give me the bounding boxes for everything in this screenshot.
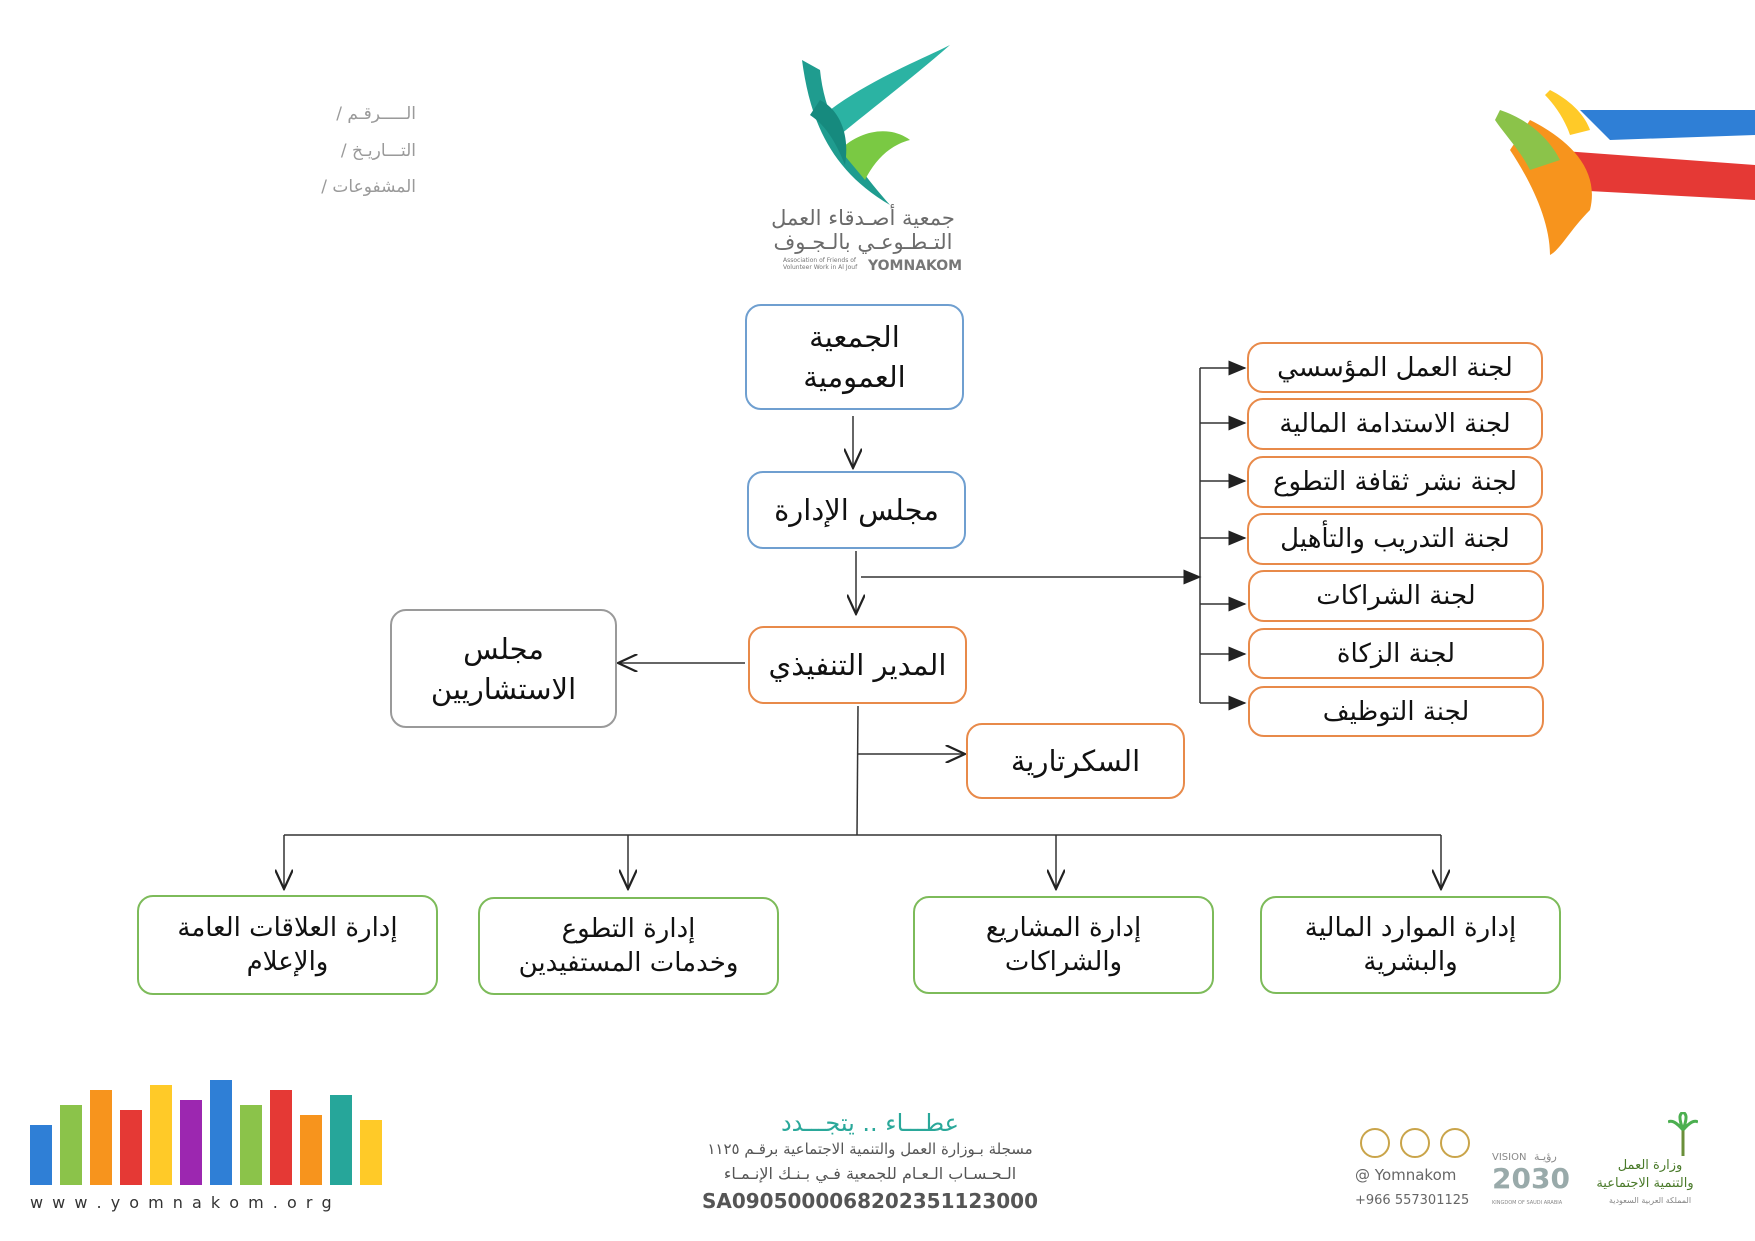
general-assembly-box: الجمعية العمومية [745,304,964,410]
secretariat-box: السكرتارية [966,723,1185,799]
slogan: عطـــاء .. يتجـــدد [780,1109,959,1137]
committee-box: لجنة العمل المؤسسي [1247,342,1543,393]
phone-number: +966 557301125 [1355,1193,1470,1208]
twitter-icon[interactable] [1360,1128,1390,1158]
ministry-line3: المملكة العربية السعودية [1608,1196,1692,1205]
logo-arabic-line2: التـطـوعـي بالـجـوف [773,230,953,254]
department-box: إدارة العلاقات العامة والإعلام [137,895,438,995]
attachments-label: المشفوعات / [321,177,416,197]
logo-english: YOMNAKOM [868,258,963,274]
executive-director-box: المدير التنفيذي [748,626,967,704]
snapchat-icon[interactable] [1400,1128,1430,1158]
website-text[interactable]: w w w . y o m n a k o m . o r g [30,1193,334,1212]
department-box: إدارة الموارد المالية والبشرية [1260,896,1561,994]
department-box: إدارة المشاريع والشراكات [913,896,1214,994]
account-text: الـحـسـاب الـعـام للجمعية فـي بـنـك الإن… [723,1164,1017,1183]
committee-box: لجنة نشر ثقافة التطوع [1247,456,1543,508]
department-box: إدارة التطوع وخدمات المستفيدين [478,897,779,995]
vision-arabic: رؤيـة [1534,1150,1557,1163]
association-logo [780,40,960,215]
vision-subtitle: KINGDOM OF SAUDI ARABIA [1492,1200,1563,1206]
committee-box: لجنة الشراكات [1248,570,1544,622]
vision-label: VISION [1492,1152,1527,1163]
reference-number-label: الـــــرقـم / [336,104,416,124]
registration-text: مسجلة بـوزارة العمل والتنمية الاجتماعية … [707,1140,1033,1158]
social-handle: @ Yomnakom [1355,1166,1457,1184]
hands-decoration-bottom [20,1070,390,1190]
instagram-icon[interactable] [1440,1128,1470,1158]
advisory-council-box: مجلس الاستشاريين [390,609,617,728]
board-of-directors-box: مجلس الإدارة [747,471,966,549]
logo-english-small: Association of Friends of Volunteer Work… [783,257,858,271]
ministry-line2: والتنمية الاجتماعية [1596,1176,1694,1191]
palm-icon [1667,1110,1699,1156]
ministry-line1: وزارة العمل [1617,1158,1683,1173]
hands-decoration-top [1490,80,1755,260]
social-icons [1360,1128,1470,1160]
committee-box: لجنة التوظيف [1248,686,1544,737]
vision-2030-logo: VISION رؤيـة 2030 KINGDOM OF SAUDI ARABI… [1492,1150,1572,1212]
vision-year: 2030 [1492,1162,1570,1195]
committee-box: لجنة الزكاة [1248,628,1544,679]
committee-box: لجنة الاستدامة المالية [1247,398,1543,450]
iban-text: SA0905000068202351123000 [701,1189,1039,1213]
logo-arabic-line1: جمعية أصـدقاء العمل [771,206,955,230]
committee-box: لجنة التدريب والتأهيل [1247,513,1543,565]
date-label: التـــاريـخ / [340,141,416,161]
